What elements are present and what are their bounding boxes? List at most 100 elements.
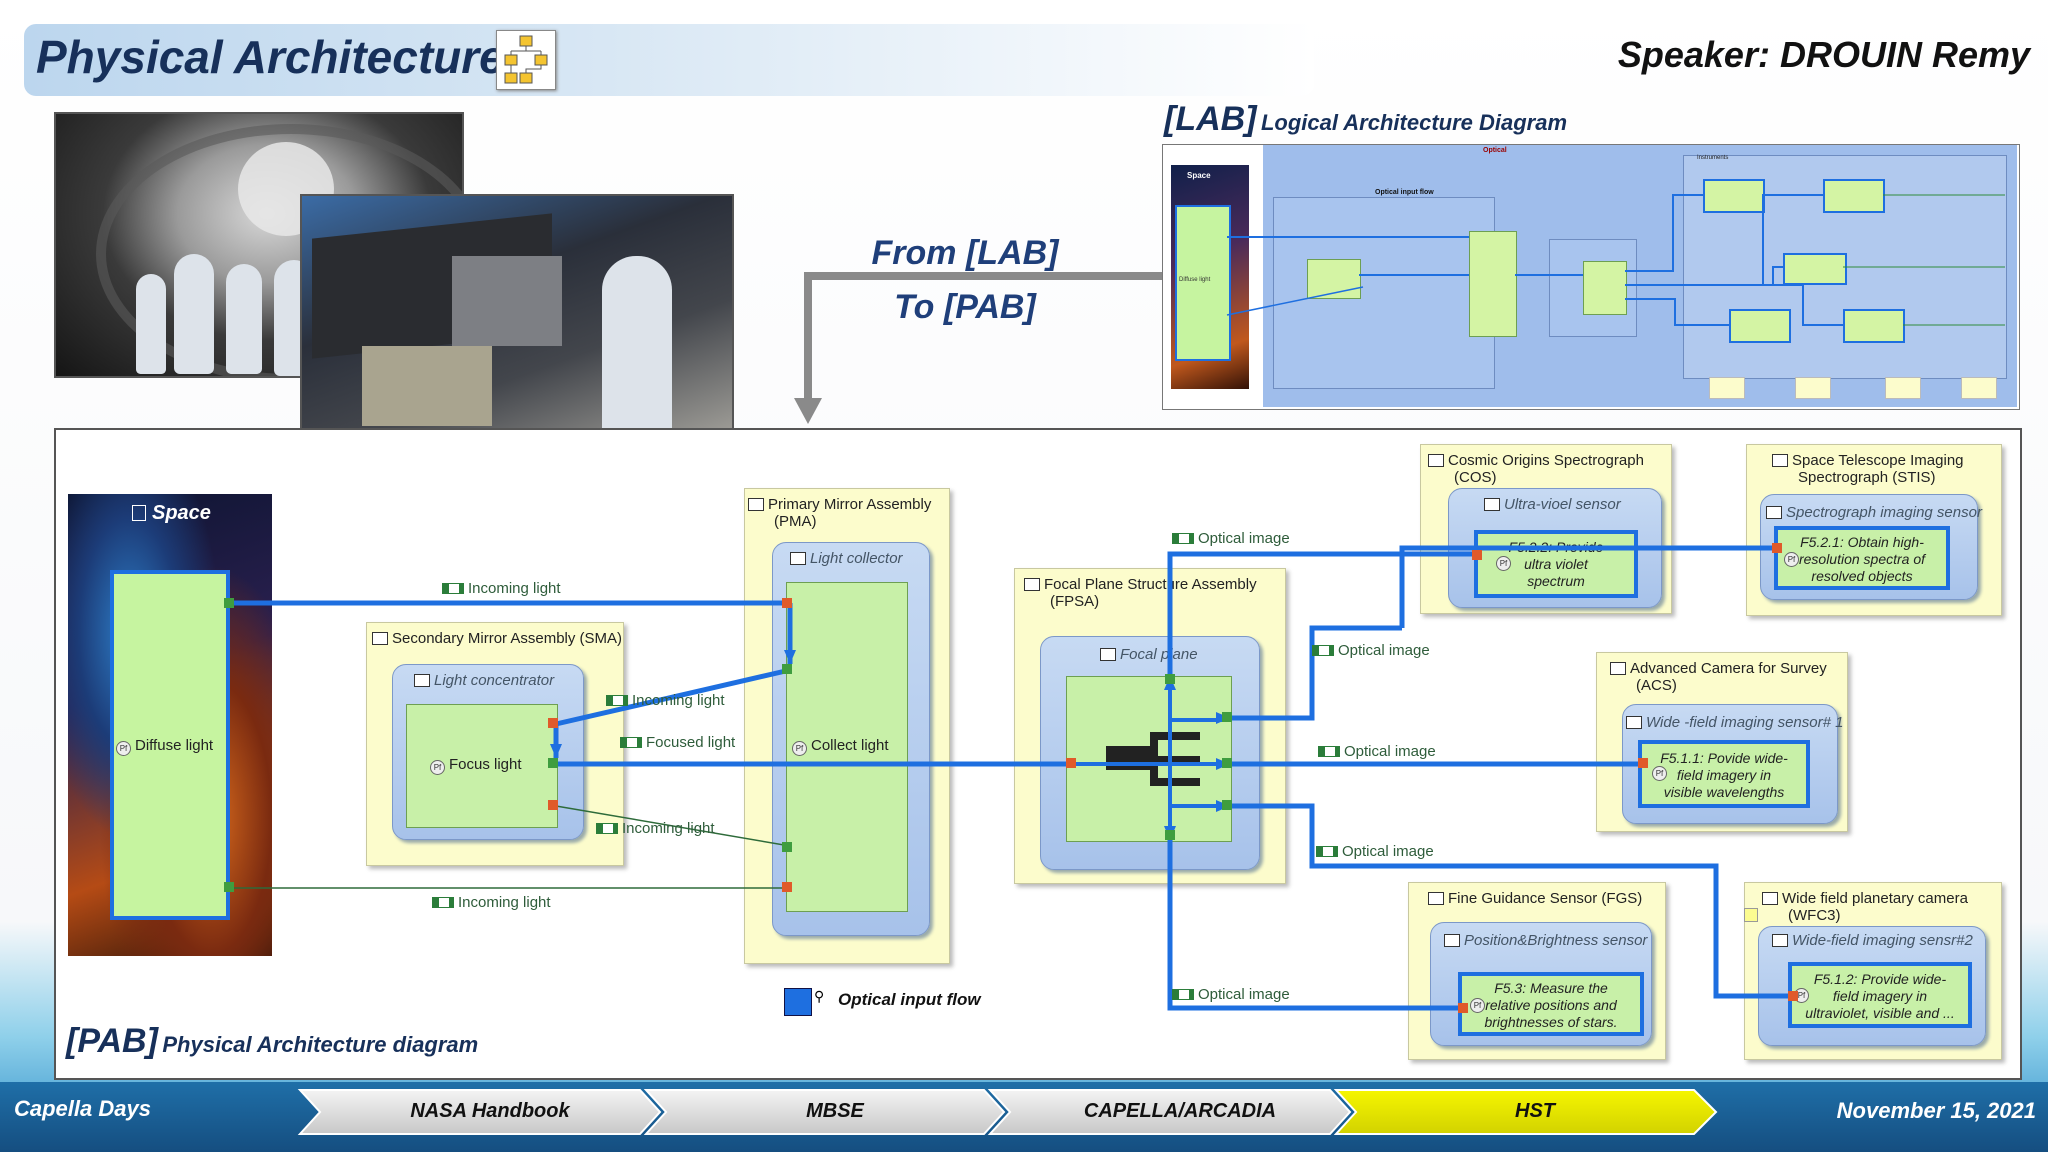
part-icon	[1484, 498, 1500, 511]
port-icon	[620, 737, 642, 748]
port-icon	[442, 583, 464, 594]
component-icon	[1772, 454, 1788, 467]
function-icon: Pf	[792, 741, 807, 756]
nav-step-hst[interactable]: HST	[1515, 1100, 1555, 1122]
port-icon	[432, 897, 454, 908]
nav-step-capella-arcadia[interactable]: CAPELLA/ARCADIA	[1083, 1100, 1277, 1122]
incoming-light-label-2: Incoming light	[606, 692, 725, 709]
wfc3-marker	[1744, 908, 1758, 922]
part-icon	[1626, 716, 1642, 729]
wfc3-title: Wide field planetary camera(WFC3)	[1762, 890, 1968, 924]
fgs-title: Fine Guidance Sensor (FGS)	[1428, 890, 1642, 907]
component-icon	[748, 498, 764, 511]
nav-step-nasa-handbook[interactable]: NASA Handbook	[410, 1100, 570, 1122]
high-res-spectra-function[interactable]: F5.2.1: Obtain high-resolution spectra o…	[1774, 526, 1950, 590]
component-icon	[1762, 892, 1778, 905]
function-icon: Pf	[1496, 556, 1511, 571]
speaker-name: Speaker: DROUIN Remy	[1617, 34, 2030, 75]
acs-title: Advanced Camera for Survey(ACS)	[1610, 660, 1827, 694]
optical-image-label-4: Optical image	[1316, 843, 1434, 860]
architecture-icon	[496, 30, 556, 90]
lab-optical-label: Optical	[1483, 147, 1507, 154]
lab-collector-fn	[1469, 231, 1517, 337]
port-icon	[1172, 533, 1194, 544]
component-icon	[372, 632, 388, 645]
nav-step-mbse[interactable]: MBSE	[806, 1100, 864, 1122]
part-icon	[1766, 506, 1782, 519]
component-icon	[1428, 454, 1444, 467]
lab-diffuse-label: Diffuse light	[1179, 277, 1211, 283]
pma-title: Primary Mirror Assembly(PMA)	[748, 496, 931, 530]
part-icon	[1444, 934, 1460, 947]
lab-wide1-fn	[1783, 253, 1847, 285]
port-icon	[606, 695, 628, 706]
optical-image-label-1: Optical image	[1172, 530, 1290, 547]
beam-splitter-icon	[1106, 732, 1200, 786]
part-icon	[414, 674, 430, 687]
port-icon	[1316, 846, 1338, 857]
lab-wide2-fn	[1843, 309, 1905, 343]
legend-link-icon: ⚲	[814, 988, 825, 1004]
transition-text: From [LAB] To [PAB]	[840, 226, 1090, 334]
optical-image-label-2: Optical image	[1312, 642, 1430, 659]
cos-title: Cosmic Origins Spectrograph(COS)	[1428, 452, 1644, 486]
incoming-light-label-3: Incoming light	[596, 820, 715, 837]
part-icon	[1100, 648, 1116, 661]
lab-wave-4	[1961, 377, 1997, 399]
lab-caption: [LAB] Logical Architecture Diagram	[1164, 100, 1567, 139]
lab-instruments-label: Instruments	[1697, 155, 1729, 161]
function-icon: Pf	[430, 760, 445, 775]
part-icon	[1772, 934, 1788, 947]
lab-flow-label: Optical input flow	[1375, 189, 1434, 196]
lab-wave-1	[1709, 377, 1745, 399]
lab-pos-fn	[1729, 309, 1791, 343]
sma-title: Secondary Mirror Assembly (SMA)	[372, 630, 622, 647]
focal-plane-label: Focal plane	[1100, 646, 1198, 663]
lab-spec-fn	[1823, 179, 1885, 213]
wide-field-sensor-2-label: Wide-field imaging sensr#2	[1772, 932, 1973, 949]
title-bar	[24, 24, 1314, 96]
footer-date: November 15, 2021	[1836, 1098, 2036, 1123]
lab-wave-2	[1795, 377, 1831, 399]
focused-light-label: Focused light	[620, 734, 735, 751]
lab-title: Logical Architecture Diagram	[1260, 110, 1568, 135]
transition-arrow	[794, 272, 1162, 424]
lab-diffuse-box	[1175, 205, 1231, 361]
lab-tag: [LAB]	[1164, 100, 1257, 138]
incoming-light-label-1: Incoming light	[442, 580, 561, 597]
legend-label: Optical input flow	[838, 990, 981, 1009]
component-icon	[1610, 662, 1626, 675]
function-icon: Pf	[1652, 766, 1667, 781]
page-title: Physical Architecture	[36, 31, 505, 83]
function-icon: Pf	[116, 741, 131, 756]
ultra-violet-sensor-label: Ultra-vioel sensor	[1484, 496, 1621, 513]
footer-event: Capella Days	[14, 1096, 151, 1121]
legend-swatch	[784, 988, 812, 1016]
function-icon: Pf	[1470, 998, 1485, 1013]
spectrograph-sensor-label: Spectrograph imaging sensor	[1766, 504, 1982, 521]
lab-space-label: Space	[1187, 171, 1211, 180]
position-brightness-sensor-label: Position&Brightness sensor	[1444, 932, 1647, 949]
component-icon	[1428, 892, 1444, 905]
port-icon	[596, 823, 618, 834]
lab-focal-fn	[1583, 261, 1627, 315]
port-icon	[1318, 746, 1340, 757]
incoming-light-label-4: Incoming light	[432, 894, 551, 911]
port-icon	[1172, 989, 1194, 1000]
component-icon	[1024, 578, 1040, 591]
pab-title: Physical Architecture diagram	[162, 1032, 479, 1057]
to-pab-label: To [PAB]	[894, 288, 1036, 326]
port-icon	[1312, 645, 1334, 656]
lab-flows	[1226, 194, 2005, 326]
lab-diagram: Space Diffuse light Optical Optical inpu…	[1162, 144, 2020, 410]
pab-tag: [PAB]	[66, 1022, 158, 1060]
